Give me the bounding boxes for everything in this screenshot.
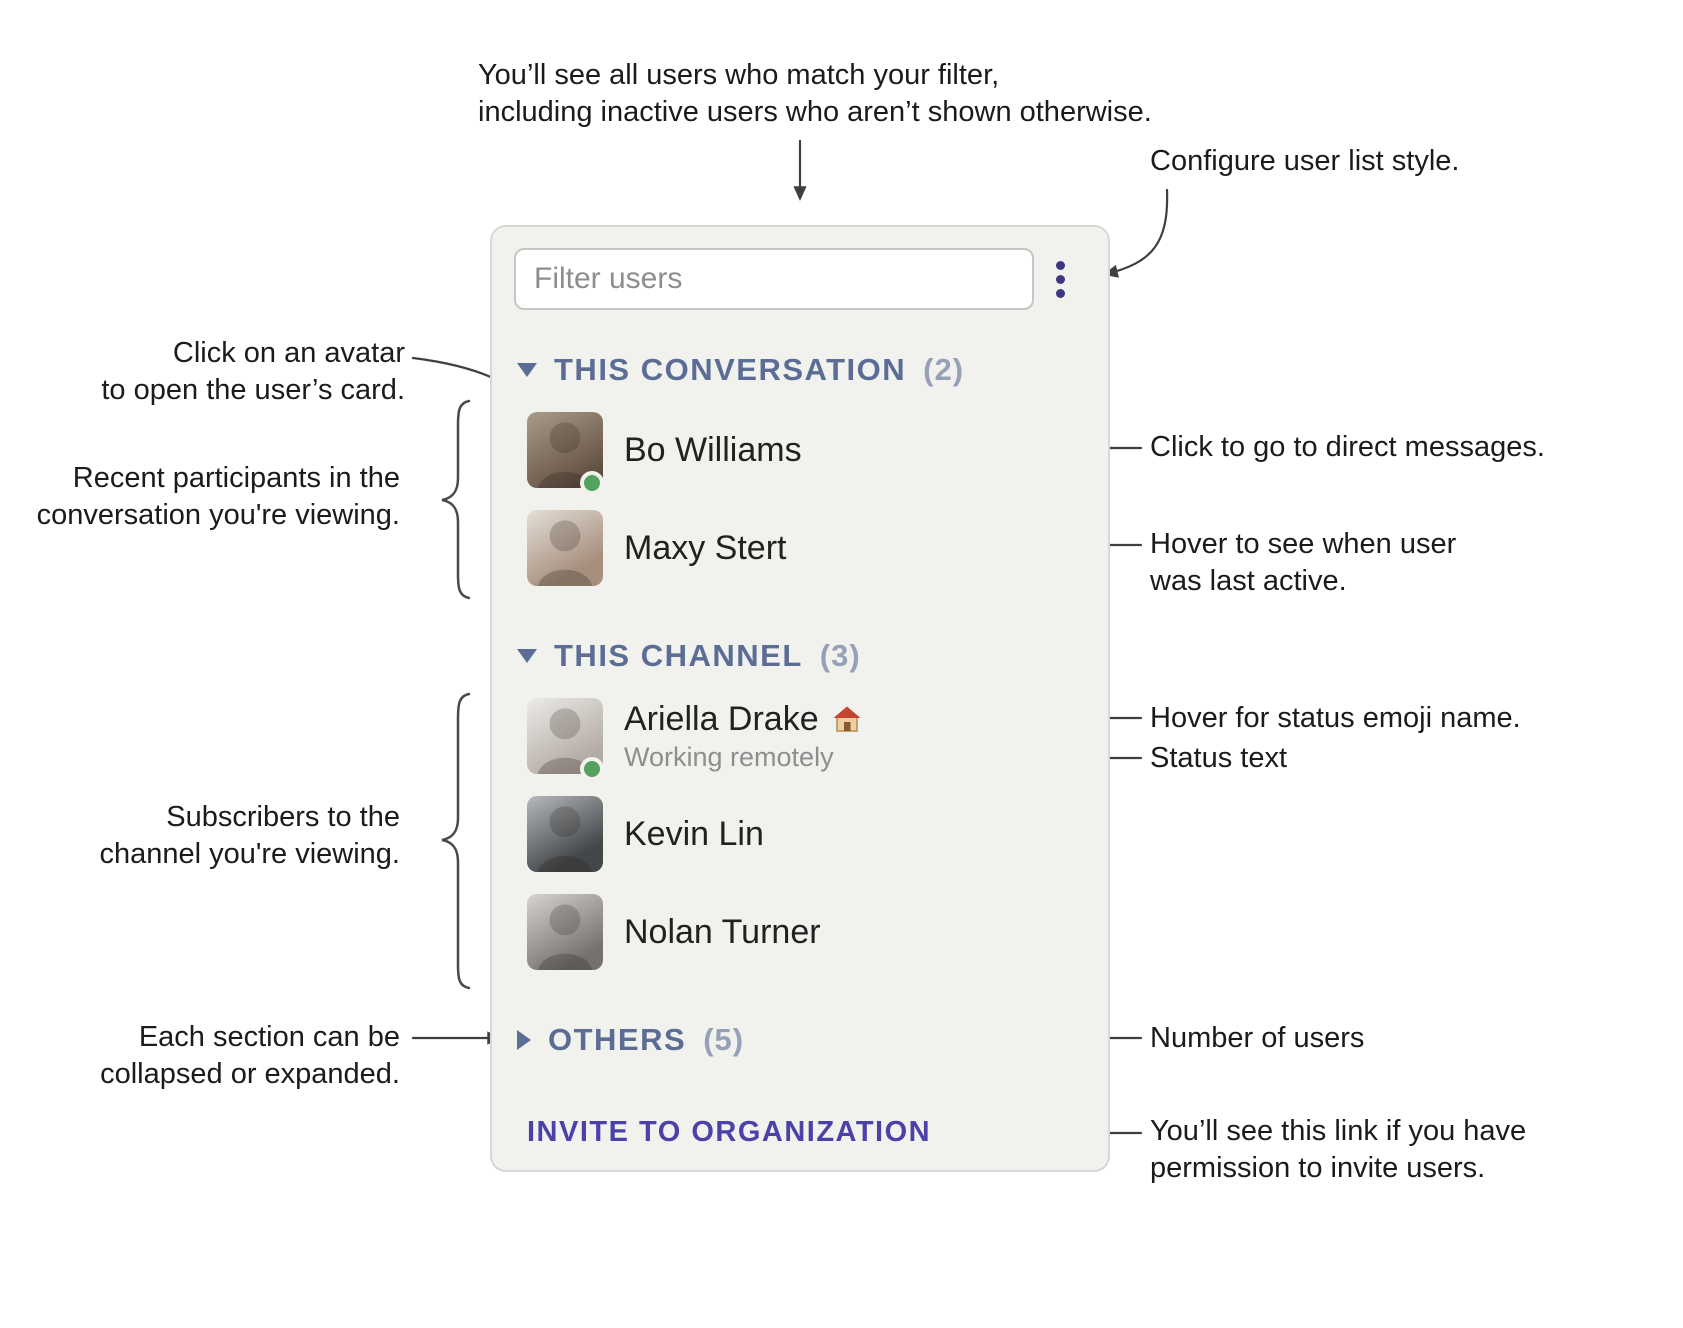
section-header-this-channel[interactable]: THIS CHANNEL (3) — [514, 636, 1086, 676]
annotation-avatar-note: Click on an avatar to open the user’s ca… — [101, 337, 405, 406]
user-meta: Ariella Drake Working remotely — [624, 700, 863, 773]
annotation-count-note: Number of users — [1150, 1022, 1365, 1054]
annotation-last-active-note: Hover to see when user was last active. — [1150, 528, 1457, 597]
avatar-nolan-turner[interactable] — [527, 894, 603, 970]
section-count: (5) — [703, 1022, 745, 1057]
user-name[interactable]: Bo Williams — [624, 430, 802, 469]
user-name[interactable]: Nolan Turner — [624, 912, 821, 951]
avatar-kevin-lin[interactable] — [527, 796, 603, 872]
section-count: (3) — [819, 638, 861, 673]
presence-online-dot — [580, 471, 604, 495]
annotation-emoji-note: Hover for status emoji name. — [1150, 702, 1521, 734]
avatar-maxy-stert[interactable] — [527, 510, 603, 586]
triangle-right-icon — [517, 1030, 531, 1050]
user-row-kevin-lin[interactable]: Kevin Lin — [514, 796, 1086, 872]
house-emoji-icon — [831, 704, 863, 734]
section-header-others[interactable]: OTHERS (5) — [514, 1020, 1086, 1060]
user-row-nolan-turner[interactable]: Nolan Turner — [514, 894, 1086, 970]
section-label: THIS CONVERSATION — [554, 352, 907, 387]
invite-to-organization-link[interactable]: INVITE TO ORGANIZATION — [527, 1115, 932, 1148]
annotation-invite-note: You’ll see this link if you have permiss… — [1150, 1115, 1527, 1184]
user-row-ariella-drake[interactable]: Ariella Drake Working remotely — [514, 698, 1086, 781]
annotation-recent-note: Recent participants in the conversation … — [36, 462, 400, 531]
annotation-dm-note: Click to go to direct messages. — [1150, 431, 1545, 463]
user-name[interactable]: Maxy Stert — [624, 528, 787, 567]
filter-users-input[interactable] — [514, 248, 1034, 310]
user-name[interactable]: Kevin Lin — [624, 814, 764, 853]
user-name[interactable]: Ariella Drake — [624, 699, 819, 738]
user-row-bo-williams[interactable]: Bo Williams — [514, 412, 1086, 495]
annotation-filter-note: You’ll see all users who match your filt… — [478, 59, 1152, 128]
user-status-text: Working remotely — [624, 741, 834, 772]
section-label: OTHERS — [548, 1022, 687, 1057]
section-header-this-conversation[interactable]: THIS CONVERSATION (2) — [514, 350, 1086, 390]
section-count: (2) — [923, 352, 965, 387]
filter-row — [514, 248, 1086, 310]
avatar-bo-williams[interactable] — [527, 412, 604, 495]
avatar-ariella-drake[interactable] — [527, 698, 604, 781]
vertical-ellipsis-icon[interactable] — [1034, 255, 1086, 304]
annotation-configure-note: Configure user list style. — [1150, 145, 1460, 177]
arrow-configure-note — [1103, 188, 1169, 278]
annotation-status-text-note: Status text — [1150, 742, 1288, 774]
user-row-maxy-stert[interactable]: Maxy Stert — [514, 510, 1086, 586]
user-list-panel: THIS CONVERSATION (2) Bo Williams Maxy S… — [490, 225, 1110, 1172]
section-label: THIS CHANNEL — [554, 638, 803, 673]
brace-recent-participants — [441, 399, 471, 600]
presence-online-dot — [580, 757, 604, 781]
annotation-collapse-note: Each section can be collapsed or expande… — [100, 1021, 400, 1090]
annotation-subscribers-note: Subscribers to the channel you're viewin… — [99, 801, 400, 870]
brace-subscribers — [441, 692, 471, 990]
triangle-down-icon — [517, 363, 537, 377]
triangle-down-icon — [517, 649, 537, 663]
